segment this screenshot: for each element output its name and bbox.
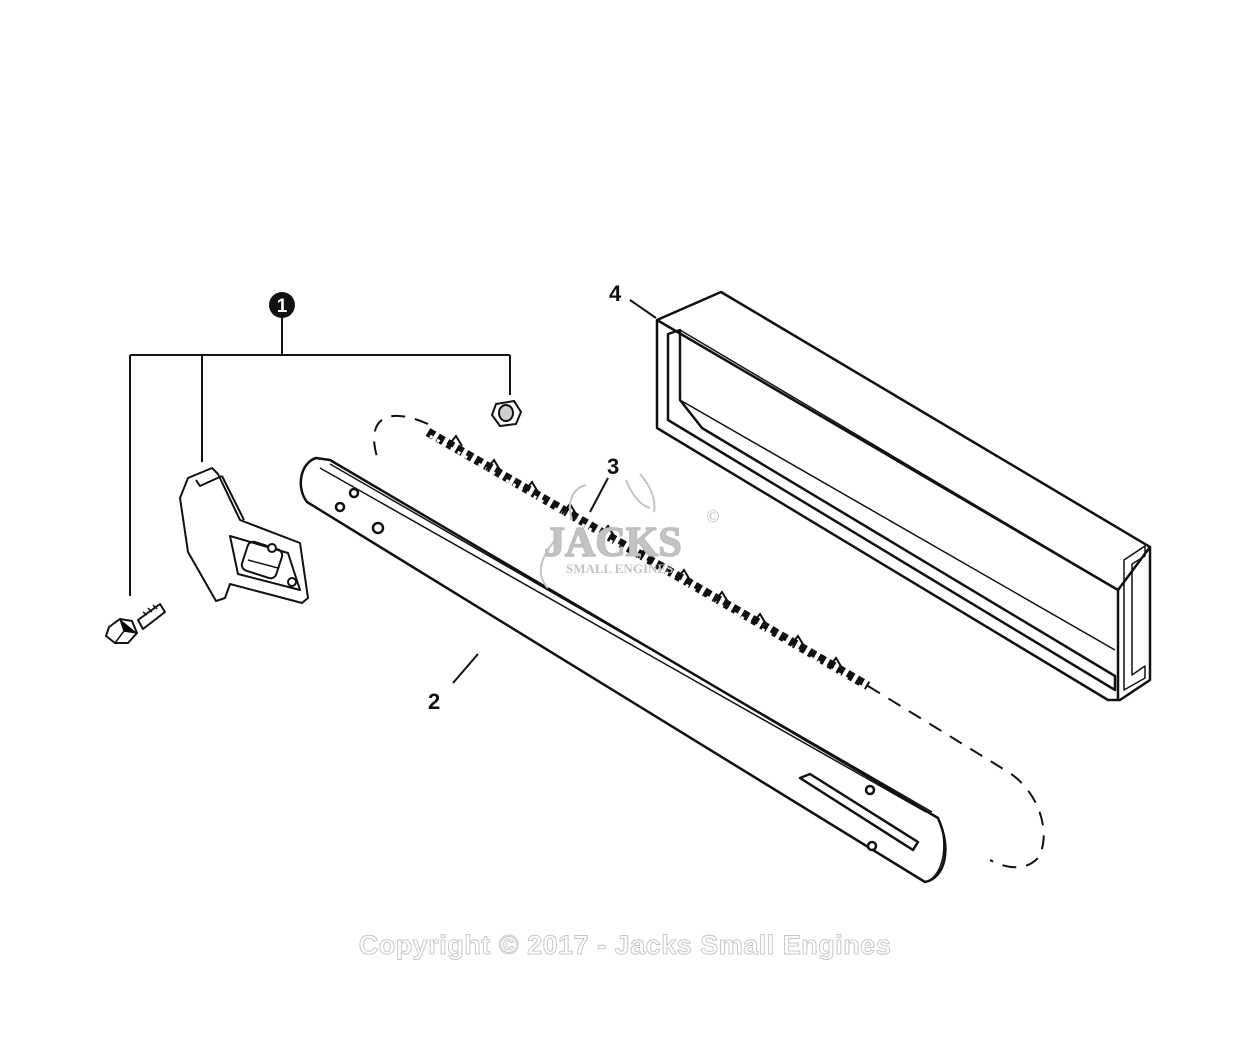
scabbard-part (655, 290, 1152, 702)
watermark-logo-main: JACKS (544, 520, 682, 566)
chain-loop-dashed (373, 414, 1045, 869)
callout-1-bracket (129, 318, 511, 596)
watermark-logo: JACKS SMALL ENGINES © (539, 473, 719, 589)
callout-1-badge: 1 (269, 292, 295, 318)
nut-part (490, 399, 523, 428)
watermark-logo-mark: © (706, 506, 719, 526)
callout-4-label: 4 (609, 281, 622, 306)
callout-3-label: 3 (607, 454, 619, 479)
bolt-part (105, 603, 166, 644)
callout-2-label: 2 (428, 689, 440, 714)
leader-lines (452, 299, 657, 684)
watermark-logo-sub: SMALL ENGINES (566, 561, 673, 576)
callout-1-label: 1 (277, 296, 288, 317)
copyright-watermark: Copyright © 2017 - Jacks Small Engines (358, 930, 892, 961)
guide-bar-part (299, 456, 947, 884)
guide-plate-part (179, 467, 309, 604)
